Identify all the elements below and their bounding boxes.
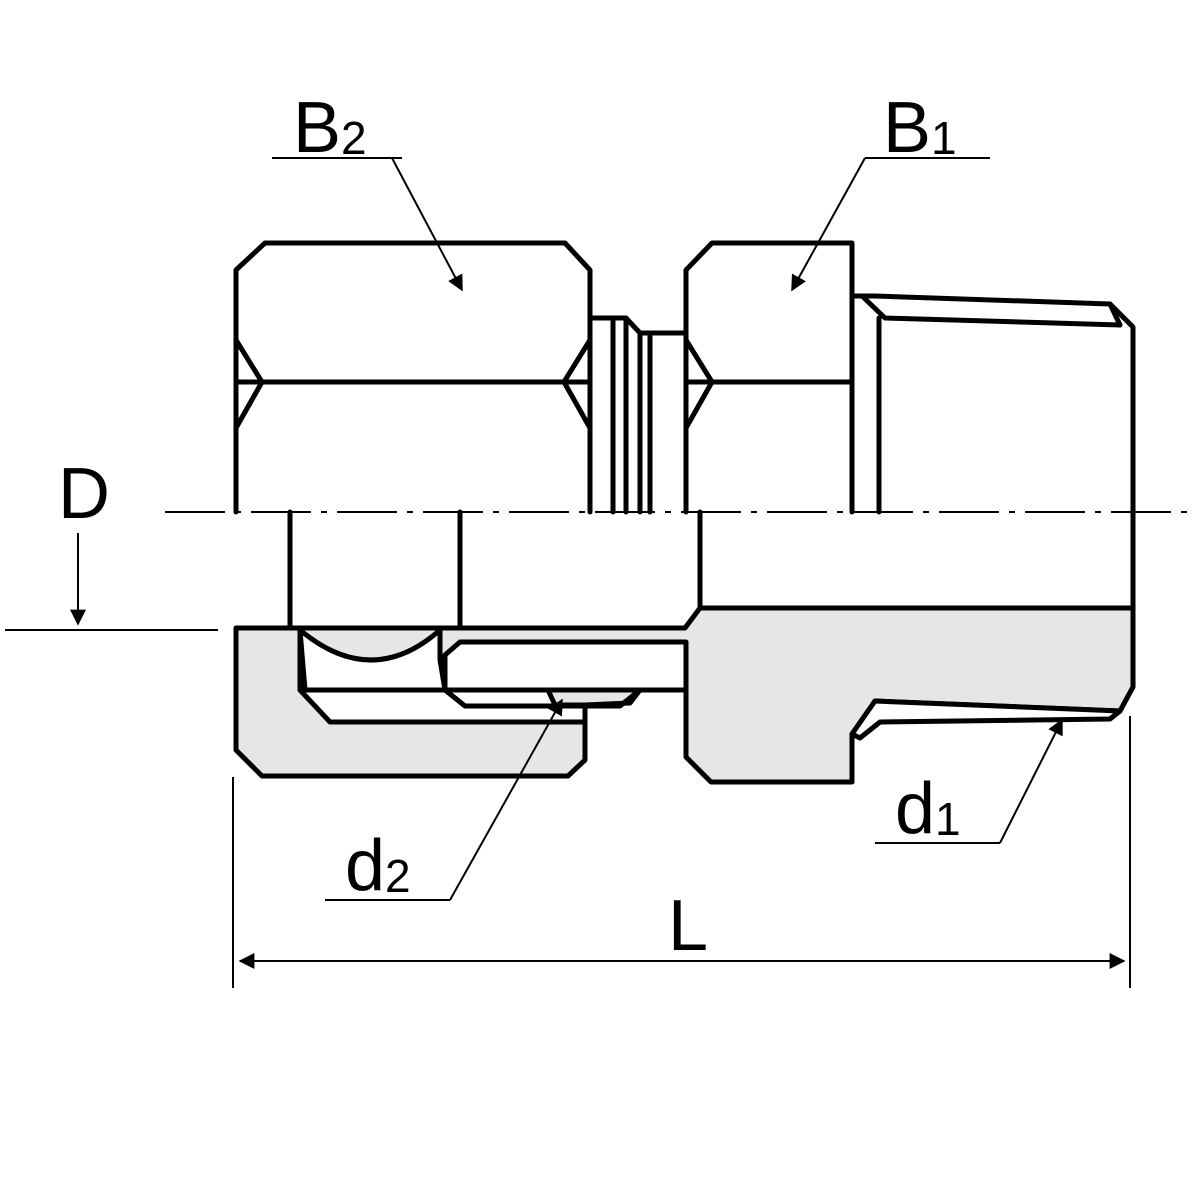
leader-d2: d2 [325,698,563,906]
body-hex-b1 [683,240,855,611]
label-l: L [668,886,708,966]
leader-b1: B1 [791,88,990,292]
label-b2: B2 [293,88,367,168]
body-neck [587,315,689,515]
section-view [233,605,1136,785]
leader-b2: B2 [272,88,463,292]
ferrule [297,627,448,693]
label-d: D [58,454,110,534]
leader-d1: d1 [875,718,1063,849]
male-thread [849,293,1136,611]
label-d2: d2 [345,826,411,906]
label-d1: d1 [895,769,961,849]
tube-step [442,639,689,693]
dimension-l: L [232,716,1131,988]
nut-b2 [233,240,593,631]
label-b1: B1 [883,88,957,168]
dimension-d: D [5,454,218,631]
thread-root [849,698,1123,741]
